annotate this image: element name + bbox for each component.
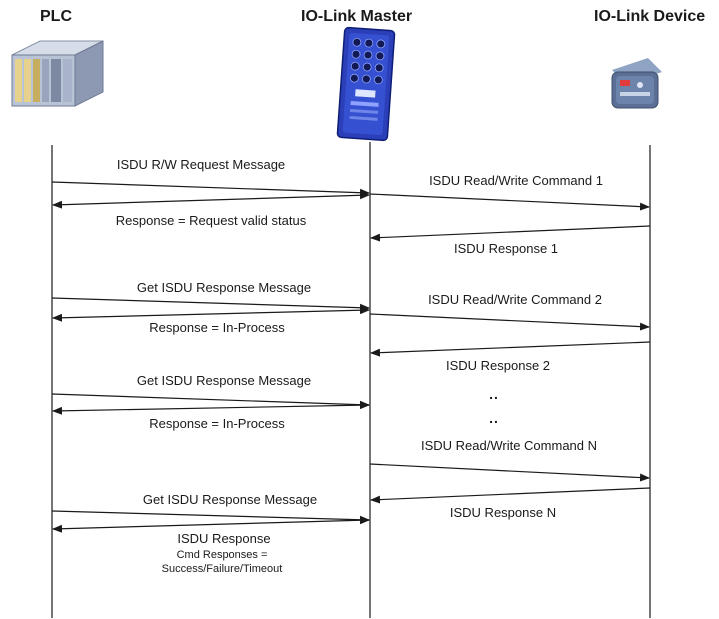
label-ellipsis-2: .. bbox=[489, 410, 499, 426]
plc-header: PLC bbox=[40, 8, 72, 25]
arrow-isdu-response-1 bbox=[370, 225, 651, 242]
label-ellipsis-1: .. bbox=[489, 386, 499, 402]
label-response-request-valid: Response = Request valid status bbox=[115, 213, 307, 228]
arrow-get-isdu-3 bbox=[51, 510, 370, 524]
label-in-process-1: Response = In-Process bbox=[149, 320, 285, 335]
arrow-response-request-valid bbox=[52, 191, 370, 209]
arrow-cmd-1 bbox=[369, 193, 650, 211]
arrow-in-process-2 bbox=[52, 401, 370, 415]
arrow-final-isdu-response bbox=[52, 516, 370, 533]
io-link-master-icon bbox=[336, 26, 396, 142]
label-in-process-2: Response = In-Process bbox=[149, 416, 285, 431]
label-get-isdu-3: Get ISDU Response Message bbox=[142, 492, 318, 507]
arrow-in-process-1 bbox=[52, 306, 370, 322]
arrow-isdu-response-n bbox=[370, 487, 651, 504]
label-isdu-response-n: ISDU Response N bbox=[449, 505, 557, 520]
arrow-get-isdu-2 bbox=[51, 393, 370, 409]
master-header: IO-Link Master bbox=[301, 8, 413, 25]
arrow-get-isdu-1 bbox=[51, 297, 370, 312]
label-isdu-response-2: ISDU Response 2 bbox=[445, 358, 551, 373]
arrow-isdu-response-2 bbox=[370, 341, 651, 357]
label-get-isdu-2: Get ISDU Response Message bbox=[136, 373, 312, 388]
arrow-cmd-n bbox=[369, 463, 650, 482]
label-final-response-line2: Cmd Responses = bbox=[176, 549, 268, 561]
arrow-isdu-rw-request bbox=[51, 181, 370, 197]
label-cmd-1: ISDU Read/Write Command 1 bbox=[429, 173, 603, 188]
label-isdu-response-1: ISDU Response 1 bbox=[453, 241, 559, 256]
label-cmd-n: ISDU Read/Write Command N bbox=[420, 438, 598, 453]
device-header: IO-Link Device bbox=[594, 8, 706, 25]
plc-rack-icon bbox=[11, 40, 104, 107]
label-final-response-title: ISDU Response bbox=[177, 531, 271, 546]
label-final-response-line3: Success/Failure/Timeout bbox=[161, 563, 283, 575]
label-cmd-2: ISDU Read/Write Command 2 bbox=[428, 292, 602, 307]
arrow-cmd-2 bbox=[369, 313, 650, 331]
io-link-device-icon bbox=[611, 58, 662, 109]
label-isdu-rw-request: ISDU R/W Request Message bbox=[116, 157, 286, 172]
label-get-isdu-1: Get ISDU Response Message bbox=[136, 280, 312, 295]
